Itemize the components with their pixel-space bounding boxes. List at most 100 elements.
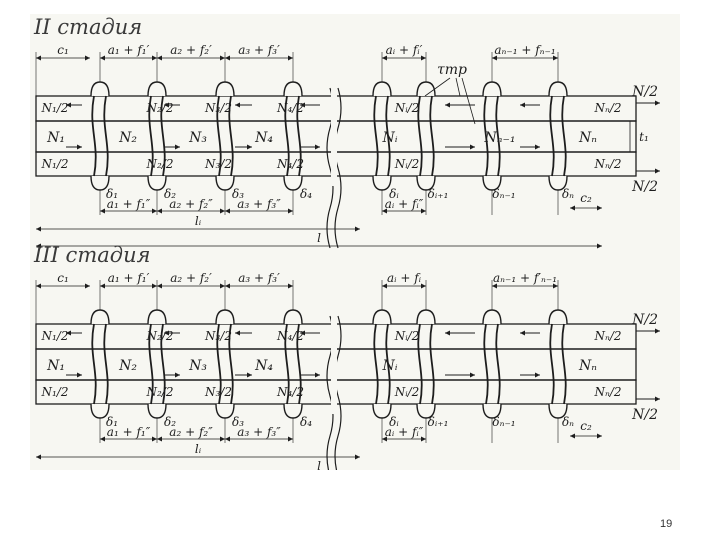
stage3-rivet-3-head-top [215,309,235,325]
stage2-right-force-top: N/2 [631,84,658,100]
stage2-friction-pointer-2 [455,77,461,97]
stage3-rivet-4-shank-left [284,323,290,405]
stage2-upper-force-3: N₃/2 [204,101,232,115]
stage3-c2-arrow-right [597,433,602,439]
stage3-upper-arrow-5-head [445,330,450,336]
stage3-top-dim-3-arrow-right [220,283,225,289]
stage3-bottom-dim-1-arrow-left [100,436,105,442]
stage2-c2-arrow-right [597,205,602,211]
stage2-lower-force-5: Nᵢ/2 [394,157,420,171]
stage3-gap-3: δ₃ [232,415,244,429]
stage3-top-dim-4-arrow-right [288,283,293,289]
stage3-main-arrow-6-head [535,372,540,378]
stage3-gap-7: δₙ₋₁ [492,415,515,429]
stage2-rivet-1-shank-left [91,95,97,177]
stage2-bottom-dim-4-arrow-right [421,208,426,214]
stage3-gap-2: δ₂ [164,415,176,429]
stage2-thickness: t₁ [639,130,649,144]
stage3-rivet-4-head-top [283,309,303,325]
stage2-rivet-3-head-top [215,81,235,97]
stage2-lower-force-2: N₂/2 [146,157,174,171]
stage2-top-dim-6-arrow-left [492,55,497,61]
stage3-l-label: l [317,459,321,470]
stage2-rivet-1-head-top [90,81,110,97]
stage2-upper-force-1: N₁/2 [41,101,69,115]
stage2-main-arrow-5-head [470,144,475,150]
stage2-main-force-1: N₁ [46,130,65,146]
stage3-main-force-2: N₂ [118,358,137,374]
stage2-gap-7: δₙ₋₁ [492,187,515,201]
stage2-upper-force-4: N₄/2 [276,101,304,115]
stage2-l-label: l [317,231,321,245]
stage2-top-dim-5-arrow-left [382,55,387,61]
stage3-upper-arrow-1-head [66,330,71,336]
stage3-upper-force-2: N₂/2 [146,329,174,343]
stage3-upper-force-4: N₄/2 [276,329,304,343]
stage3-bottom-dim-4-label: aᵢ + fᵢ″ [385,425,424,439]
stage2-friction-pointer-3 [461,77,476,125]
stage3-upper-force-1: N₁/2 [41,329,69,343]
stage3-main-arrow-3-head [247,372,252,378]
stage3-top-dim-6-label: aₙ₋₁ + f′ₙ₋₁ [493,271,557,285]
stage2-main-arrow-1-head [77,144,82,150]
stage2-bottom-dim-1-arrow-left [100,208,105,214]
stage3-li-label: lᵢ [195,442,202,456]
stage3-main-force-4: N₄ [254,358,273,374]
stage2-bottom-dim-2-label: a₂ + f₂″ [169,197,213,211]
stage3-rivet-8-head-top [548,309,568,325]
stage2-l-arrow-left [36,243,41,249]
stage2-right-arrow-top-head [655,100,660,106]
stage2-rivet-4-head-top [283,81,303,97]
stage2-rivet-7-shank-left [483,95,489,177]
stage3-main-arrow-5-head [470,372,475,378]
slide-number: 19 [660,518,673,530]
stage2-upper-arrow-5-head [445,102,450,108]
stage2-c2-label: c₂ [580,191,592,205]
stage2-rivet-6-shank-left [417,95,423,177]
stage2-gap-5: δᵢ [389,187,399,201]
stage2-li-arrow-right [355,226,360,232]
stage2-lower-force-3: N₃/2 [204,157,232,171]
stage3-upper-force-5: Nᵢ/2 [394,329,420,343]
stage3-rivet-2-head-top [147,309,167,325]
stage3-upper-force-6: Nₙ/2 [593,329,621,343]
stage3-top-dim-2-arrow-left [100,283,105,289]
stage3-rivet-7-head-top [482,309,502,325]
stage2-main-force-4: N₄ [254,130,273,146]
stage2-top-dim-1-label: c₁ [57,43,69,57]
stage2-bottom-dim-2-arrow-right [220,208,225,214]
stage3-top-dim-6-arrow-right [553,283,558,289]
stage2-top-dim-2-arrow-left [100,55,105,61]
stage2-gap-2: δ₂ [164,187,176,201]
stage2-li-label: lᵢ [195,214,202,228]
stage2-lower-force-1: N₁/2 [41,157,69,171]
stage3-rivet-2-shank-left [148,323,154,405]
stage2-upper-force-6: Nₙ/2 [593,101,621,115]
stage3-bottom-dim-2-arrow-right [220,436,225,442]
stage2-rivet-3-shank-right [228,95,234,177]
stage2-main-arrow-6-head [535,144,540,150]
stage3-top-dim-4-arrow-left [225,283,230,289]
stage3-main-force-1: N₁ [46,358,65,374]
stage2-main-arrow-4-head [315,144,320,150]
stage3-top-dim-4-label: a₃ + f₃′ [238,271,280,285]
stage3-main-force-5: Nᵢ [381,358,397,374]
stage2-main-arrow-3-head [247,144,252,150]
stage2-main-force-6: Nₙ₋₁ [484,130,516,146]
stage2-upper-arrow-2-head [164,102,169,108]
stage3-top-dim-1-label: c₁ [57,271,69,285]
stage3-lower-force-2: N₂/2 [146,385,174,399]
stage2-bottom-dim-1-label: a₁ + f₁″ [107,197,151,211]
stage3-lower-force-4: N₄/2 [276,385,304,399]
stage3-bottom-dim-3-label: a₃ + f₃″ [237,425,281,439]
stage2-rivet-3-shank-left [216,95,222,177]
stage3-top-dim-5-arrow-left [382,283,387,289]
stage3-li-arrow-right [355,454,360,460]
stage2-top-dim-6-label: aₙ₋₁ + fₙ₋₁ [494,43,555,57]
stage2-friction-label: τтр [437,62,467,78]
stage3-rivet-1-shank-right [103,323,109,405]
stage3-rivet-3-shank-left [216,323,222,405]
stage3-rivet-5-shank-right [385,323,391,405]
stage3-gap-5: δᵢ [389,415,399,429]
stage3-gap-8: δₙ [562,415,574,429]
